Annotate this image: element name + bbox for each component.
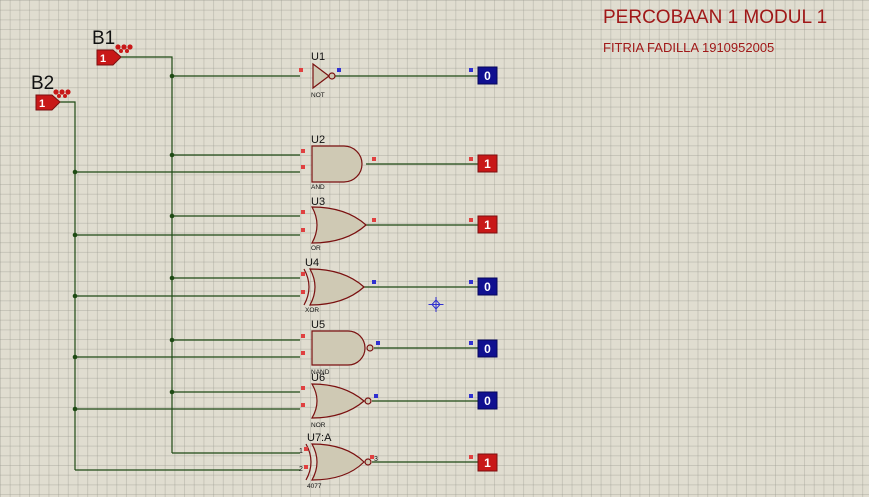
output-value-u4: 0 <box>484 280 491 294</box>
gate-u7-pin3: 3 <box>374 456 378 463</box>
gate-u4-type: XOR <box>305 307 319 314</box>
wire-b2-bus[interactable] <box>60 101 76 470</box>
gate-u5-type: NAND <box>311 369 330 376</box>
output-probe-u5[interactable]: 0 <box>469 339 498 358</box>
junction-dots <box>72 73 175 412</box>
output-probe-u4[interactable]: 0 <box>469 277 498 296</box>
output-value-u1: 0 <box>484 69 491 83</box>
gate-u7-type: 4077 <box>307 483 322 490</box>
output-probes: 0 1 1 0 0 <box>469 66 498 472</box>
gate-u4-ref: U4 <box>305 257 319 269</box>
output-probe-u2[interactable]: 1 <box>469 154 498 173</box>
gate-u1-type: NOT <box>311 92 325 99</box>
gate-u1-not[interactable]: U1 NOT <box>299 51 341 99</box>
input-b1[interactable]: B1 1 <box>92 28 133 66</box>
gate-u1-ref: U1 <box>311 51 325 63</box>
gate-u6-nor[interactable]: U6 NOR <box>301 372 378 429</box>
input-b2[interactable]: B2 1 <box>31 73 71 111</box>
probe-box <box>477 215 498 234</box>
probe-box <box>477 391 498 410</box>
input-b2-value: 1 <box>39 98 45 110</box>
gate-u2-type: AND <box>311 184 325 191</box>
output-value-u3: 1 <box>484 218 491 232</box>
probe-box <box>477 154 498 173</box>
input-b1-label: B1 <box>92 28 115 49</box>
output-value-u7: 1 <box>484 456 491 470</box>
gate-u3-or[interactable]: U3 OR <box>301 196 376 252</box>
gate-u2-ref: U2 <box>311 134 325 146</box>
output-value-u6: 0 <box>484 394 491 408</box>
input-b1-value: 1 <box>100 53 106 65</box>
crosshair-cursor-icon <box>428 297 444 312</box>
gate-u6-ref: U6 <box>311 372 325 384</box>
probe-box <box>477 277 498 296</box>
gate-u3-ref: U3 <box>311 196 325 208</box>
probe-dots-icon <box>115 44 133 53</box>
gate-u7-xnor[interactable]: U7:A 1 2 3 4077 <box>299 432 378 490</box>
output-probe-u7[interactable]: 1 <box>469 453 498 472</box>
gate-u7-ref: U7:A <box>307 432 332 444</box>
output-probe-u1[interactable]: 0 <box>469 66 498 85</box>
gate-u2-and[interactable]: U2 AND <box>301 134 376 191</box>
output-value-u2: 1 <box>484 157 491 171</box>
gate-u3-type: OR <box>311 245 321 252</box>
probe-dots-icon <box>53 89 71 98</box>
gate-u6-type: NOR <box>311 422 326 429</box>
probe-box <box>477 453 498 472</box>
input-b2-label: B2 <box>31 73 54 94</box>
gate-u7-pin1: 1 <box>299 448 303 455</box>
gate-u5-ref: U5 <box>311 319 325 331</box>
logic-toggle-b2[interactable] <box>35 94 61 111</box>
wire-b1-bus[interactable] <box>120 56 173 453</box>
logic-toggle-b1[interactable] <box>96 49 122 66</box>
output-value-u5: 0 <box>484 342 491 356</box>
probe-box <box>477 66 498 85</box>
probe-box <box>477 339 498 358</box>
schematic-title: PERCOBAAN 1 MODUL 1 <box>603 7 828 28</box>
gate-u7-pin2: 2 <box>299 466 303 473</box>
gate-u4-xor[interactable]: U4 XOR <box>301 257 376 314</box>
output-probe-u6[interactable]: 0 <box>469 391 498 410</box>
output-probe-u3[interactable]: 1 <box>469 215 498 234</box>
wires <box>60 56 478 471</box>
schematic-subtitle: FITRIA FADILLA 1910952005 <box>603 40 775 55</box>
gate-u5-nand[interactable]: U5 NAND <box>301 319 380 376</box>
